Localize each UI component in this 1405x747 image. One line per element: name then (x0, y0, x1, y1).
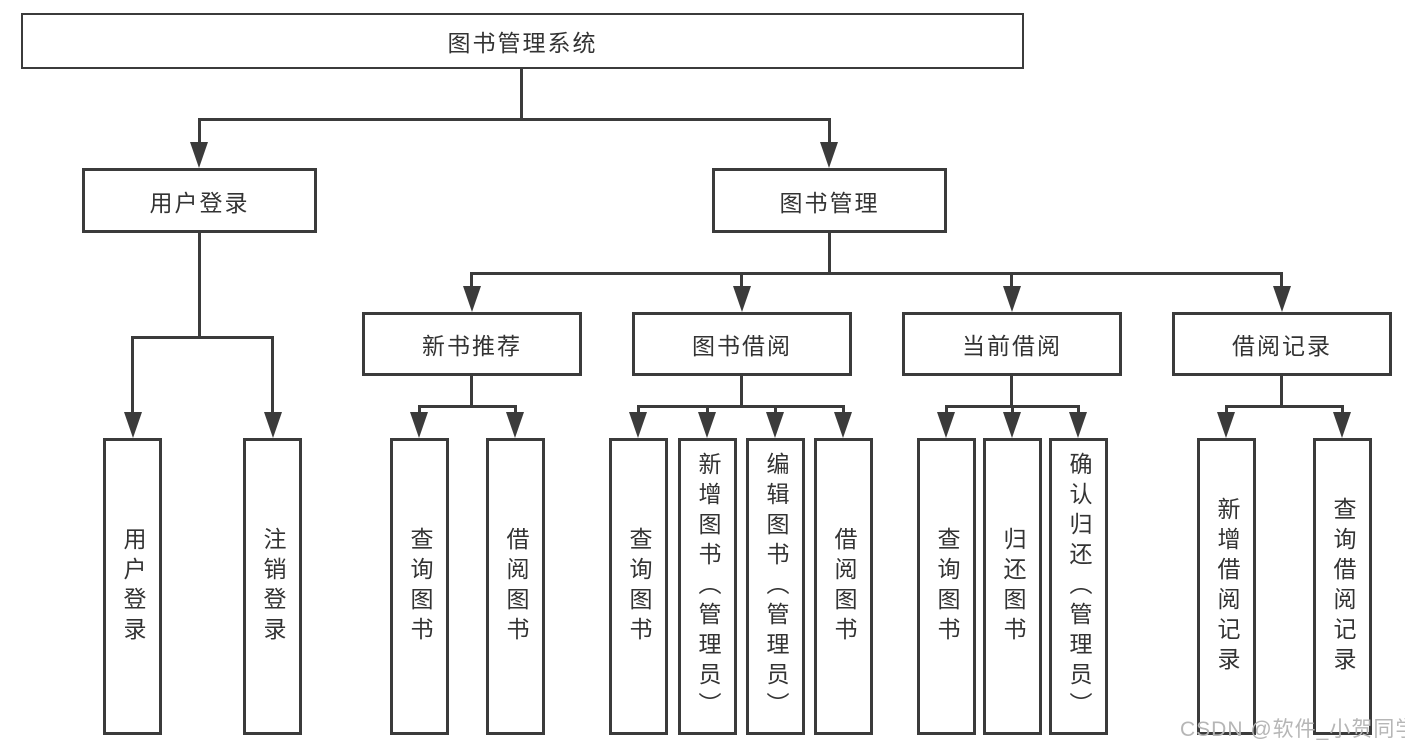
node-label: 注销登录 (260, 526, 286, 647)
node-label: 归还图书 (1000, 526, 1026, 647)
node-new-book-recommendation: 新书推荐 (362, 312, 582, 376)
node-label: 图书管理 (779, 189, 880, 216)
node-label: 查询借阅记录 (1330, 496, 1356, 677)
connector-book-borrow-down (740, 376, 743, 408)
node-user-login-action: 用户登录 (103, 438, 162, 735)
node-label: 当前借阅 (962, 333, 1062, 359)
arrow-down-icon (820, 142, 838, 168)
arrow-down-icon (937, 412, 955, 438)
node-label: 确认归还（管理员） (1066, 451, 1092, 722)
node-book-management-system: 图书管理系统 (21, 13, 1024, 69)
node-borrowing-records: 借阅记录 (1172, 312, 1392, 376)
arrow-down-icon (766, 412, 784, 438)
node-add-borrow-record: 新增借阅记录 (1197, 438, 1256, 735)
arrow-down-icon (733, 286, 751, 312)
connector-drop-logout-leaf (271, 336, 274, 416)
connector-new-book-down (470, 376, 473, 408)
connector-drop-leaf (418, 405, 421, 416)
node-label: 查询图书 (626, 526, 652, 647)
arrow-down-icon (1333, 412, 1351, 438)
node-label: 编辑图书（管理员） (763, 451, 789, 722)
node-book-management: 图书管理 (712, 168, 947, 233)
arrow-down-icon (1069, 412, 1087, 438)
node-label: 借阅图书 (503, 526, 529, 647)
connector-drop-leaf (774, 405, 777, 416)
arrow-down-icon (463, 286, 481, 312)
node-label: 查询图书 (407, 526, 433, 647)
connector-drop-user-login (198, 118, 201, 146)
connector-user-login-bar (131, 336, 274, 339)
node-query-books: 查询图书 (917, 438, 976, 735)
arrow-down-icon (698, 412, 716, 438)
node-query-books: 查询图书 (609, 438, 668, 735)
node-label: 借阅记录 (1232, 333, 1332, 359)
connector-drop-book-borrow (740, 272, 743, 290)
connector-drop-leaf (706, 405, 709, 416)
arrow-down-icon (190, 142, 208, 168)
node-current-borrowing: 当前借阅 (902, 312, 1122, 376)
arrow-down-icon (1273, 286, 1291, 312)
connector-book-management-down (828, 233, 831, 275)
connector-drop-leaf (1011, 405, 1014, 416)
node-book-borrowing: 图书借阅 (632, 312, 852, 376)
node-label: 图书借阅 (692, 333, 792, 359)
connector-drop-leaf (945, 405, 948, 416)
connector-root-drop (520, 69, 523, 121)
arrow-down-icon (1003, 286, 1021, 312)
node-add-book-admin: 新增图书（管理员） (678, 438, 737, 735)
arrow-down-icon (506, 412, 524, 438)
node-user-login: 用户登录 (82, 168, 317, 233)
connector-user-login-down (198, 233, 201, 339)
connector-drop-leaf (1077, 405, 1080, 416)
csdn-watermark: CSDN @软件_小贺同学 (1180, 718, 1405, 741)
arrow-down-icon (124, 412, 142, 438)
connector-borrow-records-down (1280, 376, 1283, 408)
node-logout: 注销登录 (243, 438, 302, 735)
connector-drop-new-book (470, 272, 473, 290)
connector-current-borrow-down (1010, 376, 1013, 408)
node-label: 新书推荐 (422, 333, 522, 359)
node-label: 新增借阅记录 (1214, 496, 1240, 677)
node-query-borrow-record: 查询借阅记录 (1313, 438, 1372, 735)
arrow-down-icon (1217, 412, 1235, 438)
arrow-down-icon (629, 412, 647, 438)
node-label: 用户登录 (149, 189, 250, 216)
connector-drop-leaf (842, 405, 845, 416)
connector-new-book-bar (418, 405, 517, 408)
node-label: 用户登录 (120, 526, 146, 647)
arrow-down-icon (834, 412, 852, 438)
connector-drop-login-leaf (131, 336, 134, 416)
connector-drop-leaf (514, 405, 517, 416)
node-borrow-books: 借阅图书 (814, 438, 873, 735)
connector-drop-current-borrow (1010, 272, 1013, 290)
arrow-down-icon (410, 412, 428, 438)
node-confirm-return-admin: 确认归还（管理员） (1049, 438, 1108, 735)
connector-drop-leaf (637, 405, 640, 416)
connector-book-borrow-bar (637, 405, 845, 408)
node-edit-book-admin: 编辑图书（管理员） (746, 438, 805, 735)
connector-drop-leaf (1341, 405, 1344, 416)
arrow-down-icon (1003, 412, 1021, 438)
connector-level1-bar (198, 118, 831, 121)
node-borrow-books: 借阅图书 (486, 438, 545, 735)
node-return-book: 归还图书 (983, 438, 1042, 735)
node-label: 借阅图书 (831, 526, 857, 647)
connector-drop-borrow-records (1280, 272, 1283, 290)
connector-drop-leaf (1225, 405, 1228, 416)
connector-borrow-records-bar (1225, 405, 1343, 408)
node-label: 查询图书 (934, 526, 960, 647)
arrow-down-icon (264, 412, 282, 438)
node-label: 新增图书（管理员） (695, 451, 721, 722)
connector-drop-book-management (828, 118, 831, 146)
node-label: 图书管理系统 (447, 30, 598, 56)
connector-level2-bar (470, 272, 1283, 275)
node-query-books: 查询图书 (390, 438, 449, 735)
